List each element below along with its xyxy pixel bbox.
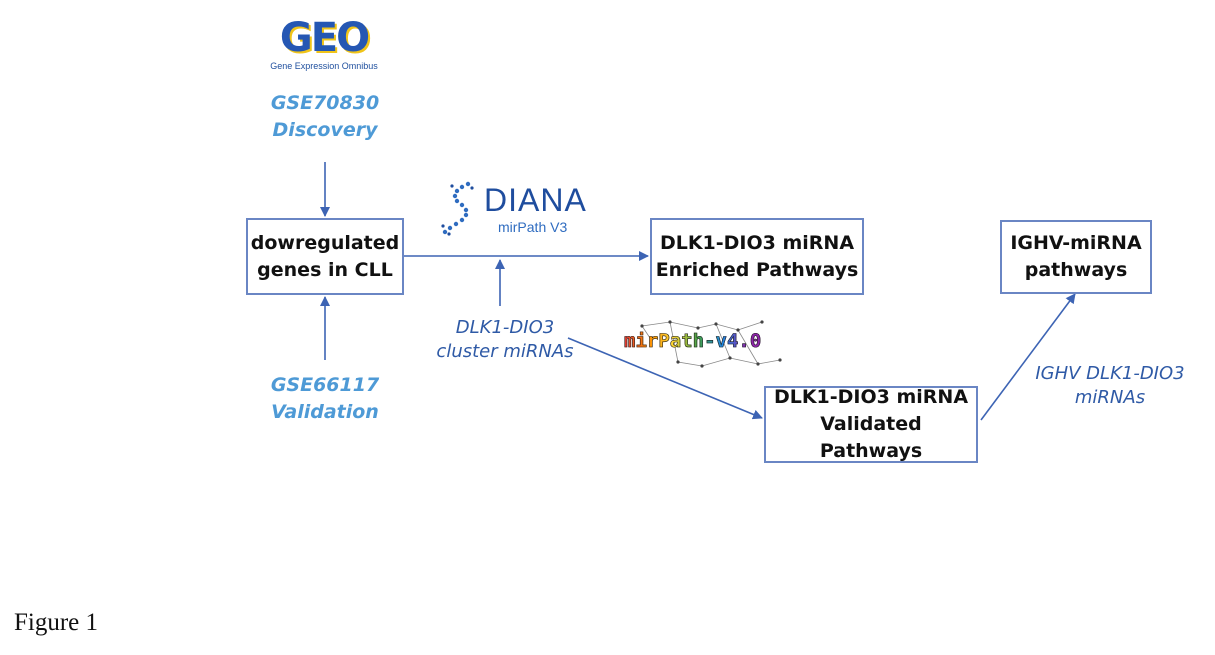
node-downregulated-genes: dowregulated genes in CLL: [246, 218, 404, 295]
geo-logo: GEO Gene Expression Omnibus: [258, 16, 390, 76]
ighv-mirnas-line1: IGHV DLK1-DIO3: [1035, 363, 1185, 384]
node-validated-line1: DLK1-DIO3 miRNA: [773, 386, 969, 408]
discovery-dataset-role: Discovery: [272, 119, 378, 141]
diana-mirpath-logo: DIANA mirPath V3: [440, 180, 610, 240]
node-validated-pathways: DLK1-DIO3 miRNA Validated Pathways: [764, 386, 978, 463]
node-downregulated-line1: dowregulated: [250, 231, 400, 254]
node-downregulated-line2: genes in CLL: [257, 258, 393, 281]
geo-tagline: Gene Expression Omnibus: [270, 61, 378, 71]
node-validated-line2: Validated Pathways: [819, 413, 923, 462]
cluster-mirnas-label: DLK1-DIO3 cluster miRNAs: [420, 316, 590, 364]
node-ighv-line2: pathways: [1024, 259, 1128, 281]
arrow-cluster-to-validated: [567, 337, 763, 420]
geo-wordmark: GEO: [279, 15, 370, 61]
validation-dataset-label: GSE66117 Validation: [230, 372, 420, 426]
node-enriched-line1: DLK1-DIO3 miRNA: [659, 231, 855, 254]
ighv-mirnas-line2: miRNAs: [1074, 387, 1146, 408]
discovery-dataset-id: GSE70830: [270, 92, 380, 114]
node-ighv-mirna-pathways: IGHV-miRNA pathways: [1000, 220, 1152, 294]
node-enriched-pathways: DLK1-DIO3 miRNA Enriched Pathways: [650, 218, 864, 295]
ighv-mirnas-label: IGHV DLK1-DIO3 miRNAs: [1022, 362, 1198, 410]
mirpath-v4-logo: mirPath-v4.0: [620, 318, 792, 372]
dna-helix-icon: [441, 181, 474, 236]
node-ighv-line1: IGHV-miRNA: [1010, 232, 1142, 254]
validation-dataset-id: GSE66117: [270, 374, 380, 396]
figure-caption: Figure 1: [14, 609, 99, 636]
validation-dataset-role: Validation: [271, 401, 379, 423]
node-enriched-line2: Enriched Pathways: [655, 258, 859, 281]
cluster-mirnas-line1: DLK1-DIO3: [455, 317, 555, 338]
discovery-dataset-label: GSE70830 Discovery: [230, 90, 420, 144]
mirpath-v4-wordmark: mirPath-v4.0: [624, 330, 762, 353]
mirpath-v3-label: mirPath V3: [498, 219, 568, 235]
arrow-validated-to-ighv: [980, 293, 1076, 421]
diana-wordmark: DIANA: [484, 182, 587, 218]
cluster-mirnas-line2: cluster miRNAs: [436, 341, 574, 362]
network-graph-icon: [640, 320, 782, 368]
